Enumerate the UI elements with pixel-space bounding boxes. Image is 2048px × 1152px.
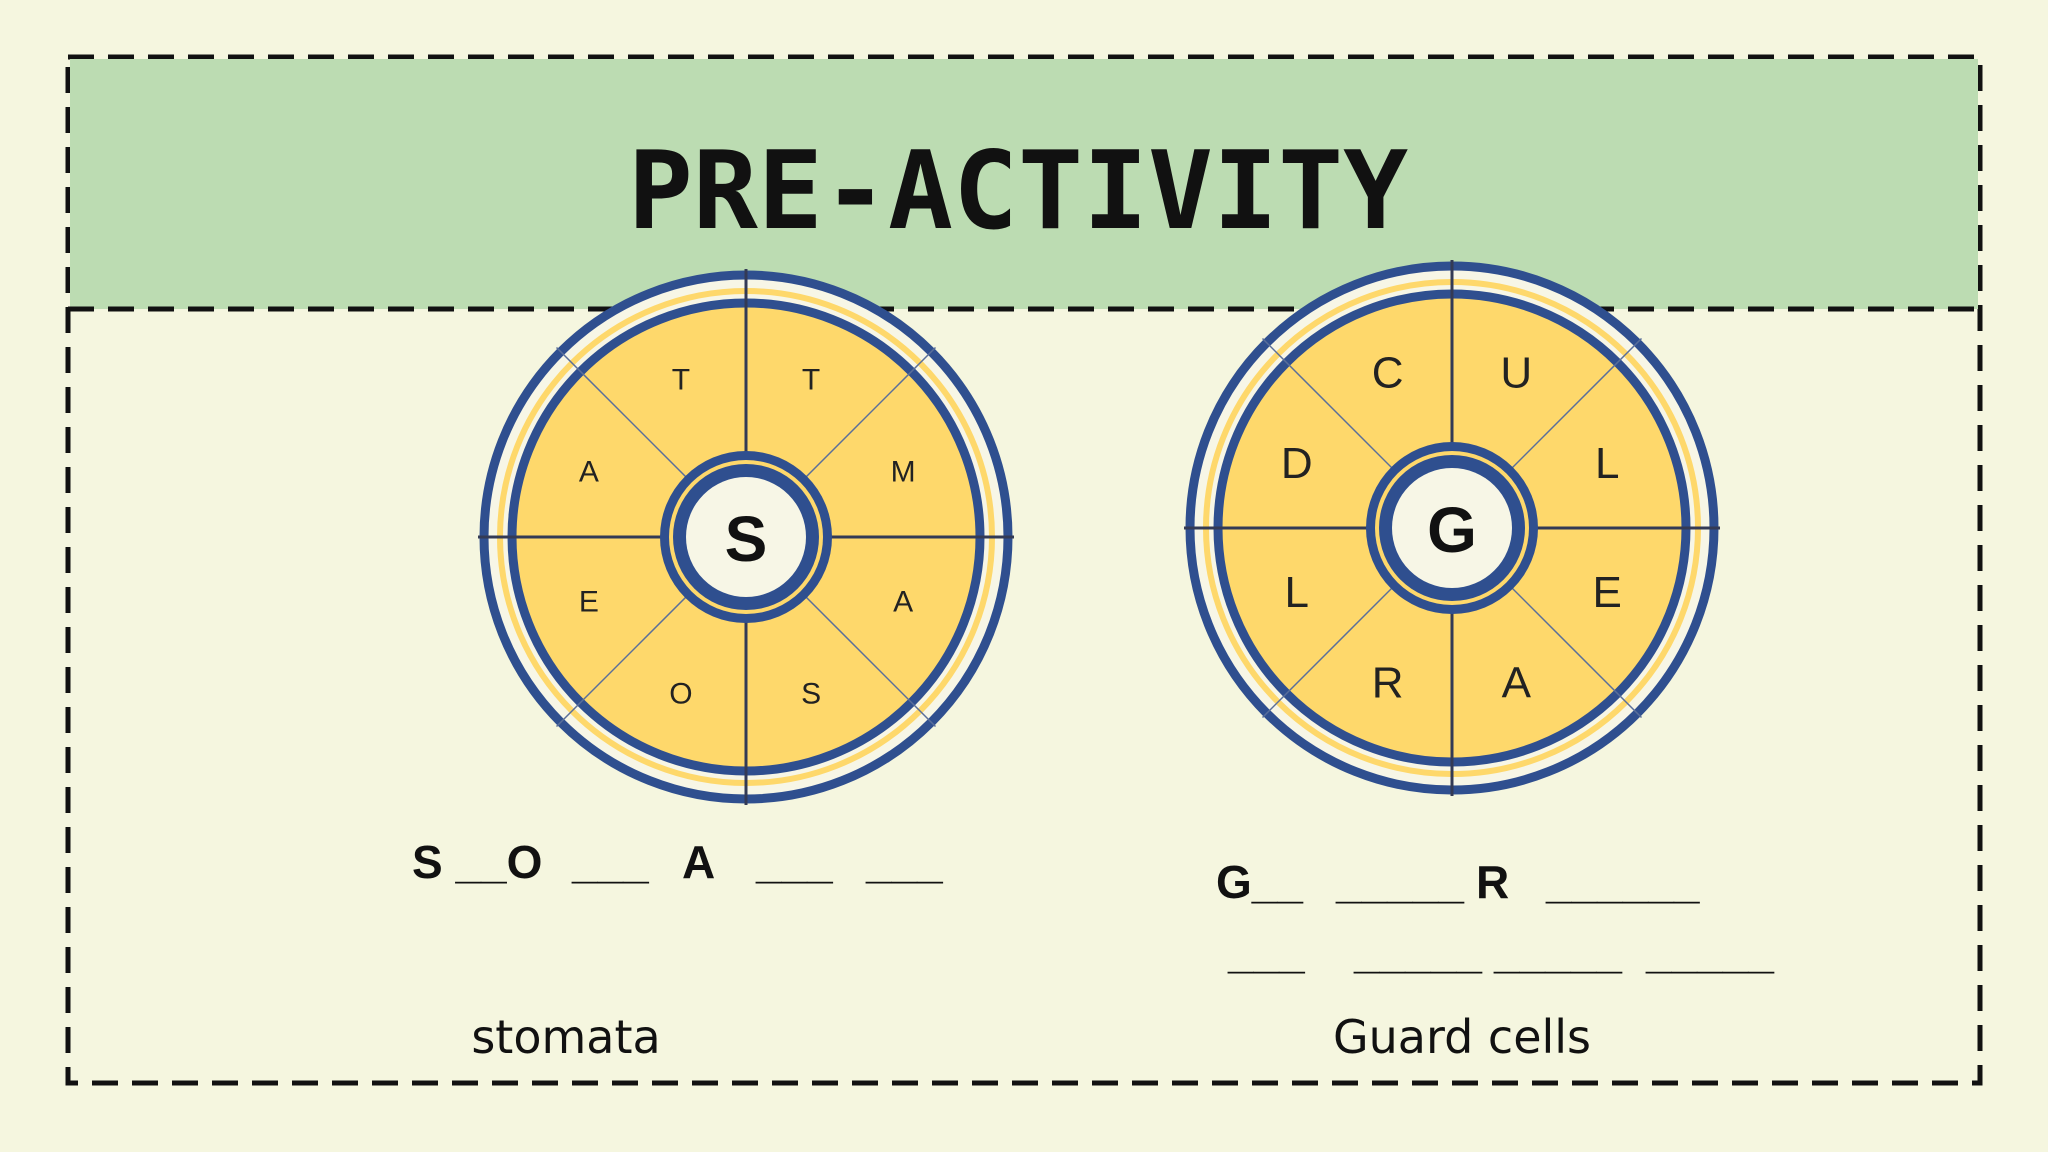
wheel-segment-letter: U (1500, 348, 1532, 397)
wheel-hub-center (686, 477, 806, 597)
wheel-segment-letter: E (579, 586, 599, 619)
answer-pattern-stomata: S __O ___ A ___ ___ (412, 836, 943, 888)
pattern-token: ______ (1545, 856, 1700, 908)
wheel-segment-letter: C (1372, 348, 1404, 397)
wheel-center-letter: G (1427, 494, 1477, 566)
wheel-segment-letter: A (893, 586, 913, 619)
pattern-token: _____ (1645, 926, 1774, 978)
wheel-segment-letter: M (891, 455, 916, 488)
pattern-token: A (682, 836, 715, 888)
letter-wheel-guard-cells: U L E A R L D C G (1184, 260, 1720, 796)
wheel-segment-letter: L (1285, 568, 1309, 617)
activity-border (65, 54, 1983, 1086)
pattern-token: ___ (571, 836, 649, 888)
wheel-center-letter: S (725, 503, 768, 575)
pattern-token: G__ (1216, 856, 1303, 908)
wheel-segment-letter: R (1372, 659, 1404, 708)
wheel-segment-letter: A (579, 455, 599, 488)
pattern-token: _____ (1335, 856, 1464, 908)
wheel-segment-letter: E (1593, 568, 1622, 617)
pattern-token: ___ (865, 836, 943, 888)
pattern-token: ___ (1227, 926, 1305, 978)
wheel-segment-letter: D (1281, 439, 1313, 488)
wheel-segment-letter: L (1595, 439, 1619, 488)
answer-pattern-guard-cells: G__ _____ R ______ ___ _____ _____ _____ (1216, 856, 1774, 978)
wheel-hub-center (1392, 468, 1512, 588)
pattern-token: R (1476, 856, 1509, 908)
answer-guard-cells: Guard cells (1333, 1010, 1591, 1064)
pattern-token: _____ (1353, 926, 1482, 978)
wheel-segment-letter: O (669, 678, 692, 711)
title-banner (70, 59, 1978, 309)
wheel-segment-letter: S (801, 678, 821, 711)
letter-wheel-stomata: T M A S O E A T S (478, 269, 1014, 805)
wheel-segment-letter: A (1502, 659, 1532, 708)
wheel-segment-letter: T (672, 363, 690, 396)
answer-stomata: stomata (471, 1010, 660, 1064)
pattern-token: _____ (1493, 926, 1622, 978)
pattern-token: ___ (755, 836, 833, 888)
pattern-token: S __O (412, 836, 542, 888)
wheel-segment-letter: T (802, 363, 820, 396)
page-title: PRE-ACTIVITY (628, 129, 1408, 254)
